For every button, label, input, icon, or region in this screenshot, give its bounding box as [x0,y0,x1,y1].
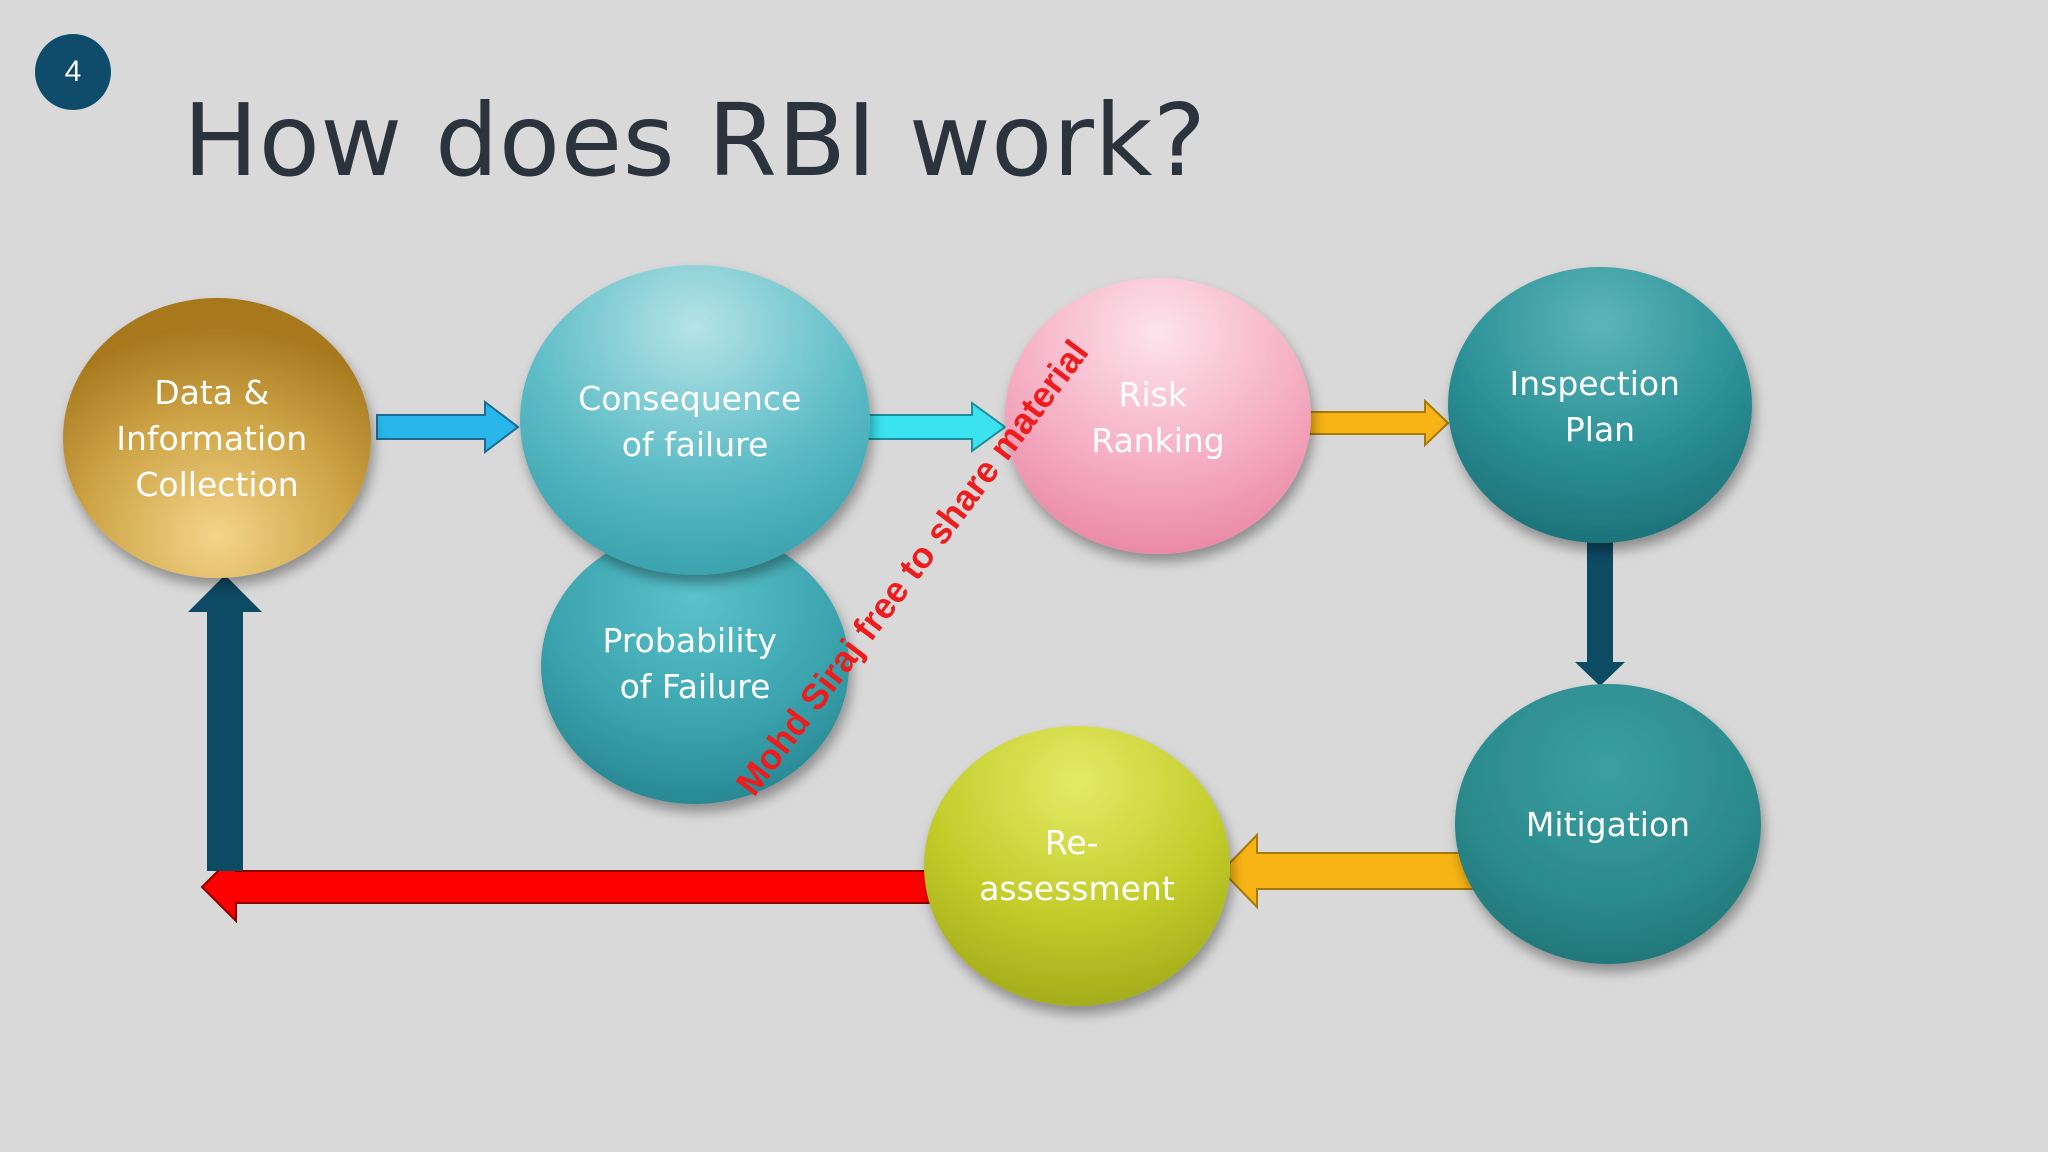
node-reassessment [924,726,1230,1006]
node-inspection-plan [1448,267,1752,543]
node-reassessment-label: Re- assessment [979,823,1175,908]
node-probability-of-failure-label: Probability of Failure [603,621,788,706]
node-consequence-of-failure-label: Consequence of failure [578,379,812,464]
node-data-information-collection-label: Data & Information Collection [116,373,318,504]
arrow-mitigation-to-reassessment [1220,832,1484,910]
node-risk-ranking-label: Risk Ranking [1091,375,1224,460]
arrow-up-to-data [188,575,262,871]
node-mitigation-label: Mitigation [1526,805,1690,844]
arrow-inspection-to-mitigation [1575,535,1625,686]
node-probability-of-failure [541,528,849,804]
arrow-risk-to-inspection [1305,398,1450,448]
arrow-reassessment-to-left [200,850,931,924]
node-inspection-plan-label: Inspection Plan [1510,364,1691,449]
node-risk-ranking [1005,278,1311,554]
node-data-information-collection [63,298,371,578]
arrow-consequence-to-risk [862,401,1007,453]
node-consequence-of-failure [520,265,870,575]
slide-number-badge: 4 [35,34,111,110]
node-mitigation [1455,684,1761,964]
page-title: How does RBI work? [183,82,1207,199]
arrow-data-to-consequence [376,399,520,455]
